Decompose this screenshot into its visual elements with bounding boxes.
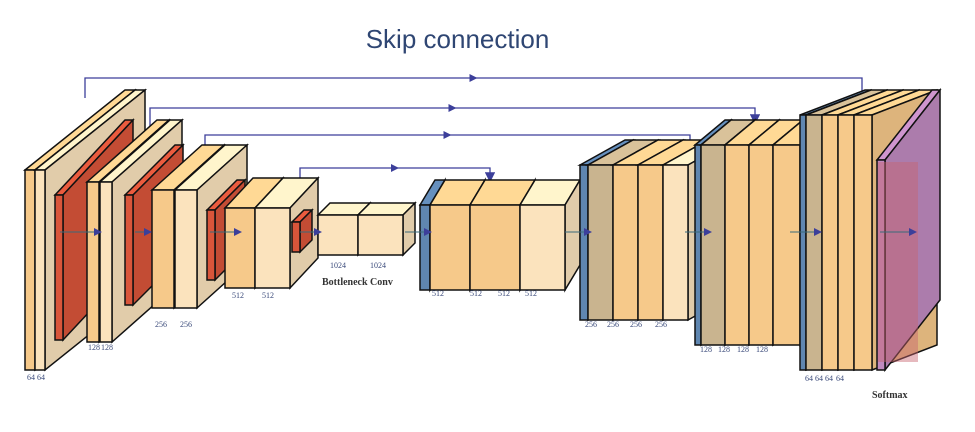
enc4-slab1-front: [224, 207, 256, 289]
enc3-slab1-front: [151, 189, 175, 309]
skip-connection-line-2: [149, 107, 761, 128]
title-text: Skip connection: [365, 24, 550, 54]
bottleneck-slab1-front: [317, 214, 359, 256]
dec2-slab4-front: [772, 144, 801, 346]
enc2-slab2-front: [99, 181, 113, 343]
decoder-channel-label: 512: [470, 289, 482, 298]
decoder-channel-label: 64: [805, 374, 813, 383]
encoder-channel-label: 512: [232, 291, 244, 300]
dec3-slab4-front: [662, 164, 689, 321]
dec3-slab1-front: [587, 164, 614, 321]
decoder-channel-label: 256: [655, 320, 667, 329]
decoder-channel-label: 256: [630, 320, 642, 329]
enc1-slab1-front: [24, 169, 36, 371]
enc4-slab2-front: [254, 207, 291, 289]
enc2-slab1-front: [86, 181, 100, 343]
decoder-channel-label: 64: [825, 374, 833, 383]
decoder-channel-label: 256: [607, 320, 619, 329]
enc3-slab2-front: [174, 189, 198, 309]
decoder-channel-label: 64: [815, 374, 823, 383]
skip-arrow-icon-4: [391, 164, 399, 172]
decoder-channel-label: 128: [756, 345, 768, 354]
dec2-blue-front: [694, 144, 702, 346]
skip-arrow-icon-1: [469, 74, 478, 82]
dec1-slab2-front: [821, 114, 839, 371]
skip-arrow-icon-3: [443, 131, 452, 139]
encoder-channel-label: 64: [37, 373, 45, 382]
dec4-blue-front: [419, 204, 431, 291]
dec4-slab3-front: [519, 204, 566, 291]
dec3-blue-front: [579, 164, 589, 321]
encoder-channel-label: 256: [155, 320, 167, 329]
decoder-channel-label: 128: [737, 345, 749, 354]
encoder-channel-label: 128: [101, 343, 113, 352]
dec3-slab3-front: [637, 164, 664, 321]
dec2-slab3-front: [748, 144, 774, 346]
decoder-channel-label: 512: [432, 289, 444, 298]
decoder-channel-label: 128: [718, 345, 730, 354]
enc3-conv-front: [206, 209, 216, 281]
softmax-caption: Softmax: [872, 390, 908, 401]
skip-connection-line-1: [84, 77, 868, 103]
softmax-output-slab-front: [876, 159, 886, 371]
skip-arrow-icon-2: [448, 104, 457, 112]
encoder-channel-label: 64: [27, 373, 35, 382]
encoder-channel-label: 128: [88, 343, 100, 352]
dec1-slab1-front: [805, 114, 823, 371]
enc1-conv-front: [54, 194, 64, 341]
encoder-channel-label: 512: [262, 291, 274, 300]
decoder-channel-label: 256: [585, 320, 597, 329]
dec1-slab3-front: [837, 114, 855, 371]
enc2-conv-front: [124, 194, 134, 306]
dec4-slab1-front: [429, 204, 471, 291]
bottleneck-channel-label: 1024: [370, 261, 386, 270]
diagram-title: Skip connection: [0, 24, 975, 55]
encoder-channel-label: 256: [180, 320, 192, 329]
enc1-slab2-front: [34, 169, 46, 371]
dec2-slab1-front: [700, 144, 726, 346]
bottleneck-slab2-front: [357, 214, 404, 256]
bottleneck-caption: Bottleneck Conv: [322, 277, 393, 288]
dec2-slab2-front: [724, 144, 750, 346]
decoder-channel-label: 512: [498, 289, 510, 298]
enc4-conv-front: [291, 221, 301, 253]
dec3-slab2-front: [612, 164, 639, 321]
bottleneck-channel-label: 1024: [330, 261, 346, 270]
decoder-channel-label: 512: [525, 289, 537, 298]
dec1-slab4-front: [853, 114, 873, 371]
decoder-channel-label: 128: [700, 345, 712, 354]
dec1-blue-front: [799, 114, 807, 371]
softmax-red-overlay: [878, 162, 918, 362]
dec4-slab2-front: [469, 204, 521, 291]
decoder-channel-label: 64: [836, 374, 844, 383]
